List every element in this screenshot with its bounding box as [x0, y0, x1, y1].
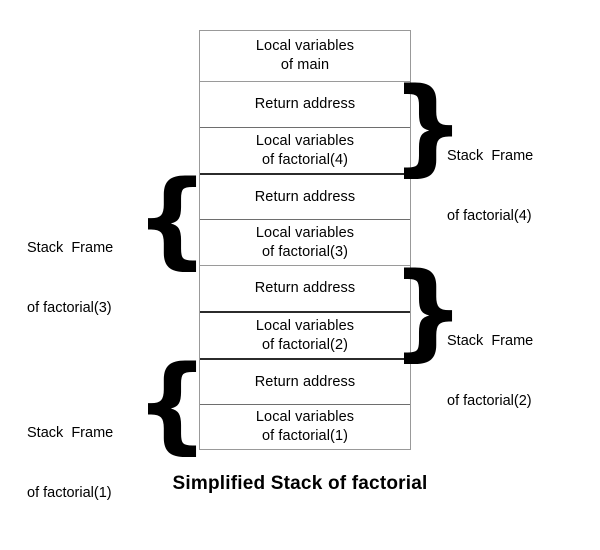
stack-row: Local variables of factorial(4) [200, 127, 410, 173]
brace-glyph: } [390, 250, 466, 372]
stack-row: Local variables of main [200, 31, 410, 81]
stack-row-line1: Return address [254, 373, 356, 390]
frame-label-factorial-1: Stack Frame of factorial(1) [27, 383, 113, 543]
stack-row-line2: of factorial(4) [261, 151, 349, 168]
stack-row-line1: Local variables [255, 132, 355, 149]
stack-row-line2: of factorial(3) [261, 243, 349, 260]
frame-label-line1: Stack Frame [447, 333, 534, 349]
stack-row-line1: Local variables [255, 317, 355, 334]
frame-label-line2: of factorial(4) [447, 208, 532, 224]
stack-row: Local variables of factorial(3) [200, 219, 410, 265]
brace-frame-2: } [391, 259, 465, 363]
brace-frame-4: } [391, 74, 465, 178]
stack-row: Local variables of factorial(2) [200, 311, 410, 358]
frame-label-factorial-4: Stack Frame of factorial(4) [447, 106, 533, 266]
frame-label-line1: Stack Frame [27, 240, 114, 256]
stack-row: Return address [200, 173, 410, 219]
stack-row: Return address [200, 81, 410, 127]
stack-box: Local variables of main Return address L… [199, 30, 411, 450]
brace-glyph: } [390, 65, 466, 187]
brace-frame-3: { [135, 167, 209, 271]
stack-row-line1: Return address [254, 280, 356, 296]
stack-row-line1: Return address [254, 96, 356, 112]
stack-row: Local variables of factorial(1) [200, 404, 410, 449]
frame-label-factorial-3: Stack Frame of factorial(3) [27, 198, 113, 358]
stack-row-line1: Local variables [255, 409, 355, 425]
frame-label-line1: Stack Frame [447, 148, 534, 164]
stack-row-line2: of factorial(2) [261, 336, 349, 353]
stack-row-line2: of main [280, 57, 330, 73]
stack-row-line1: Local variables [255, 224, 355, 241]
brace-frame-1: { [135, 352, 209, 456]
frame-label-line2: of factorial(1) [27, 485, 112, 501]
brace-glyph: { [134, 342, 210, 465]
stack-row-line1: Local variables [255, 38, 355, 54]
diagram-caption: Simplified Stack of factorial [172, 473, 428, 494]
stack-row-line2: of factorial(1) [261, 428, 349, 444]
frame-label-line2: of factorial(3) [27, 300, 112, 316]
stack-row-line1: Return address [254, 188, 356, 205]
stack-row: Return address [200, 358, 410, 404]
brace-glyph: { [134, 157, 210, 280]
frame-label-factorial-2: Stack Frame of factorial(2) [447, 291, 533, 451]
stack-row: Return address [200, 265, 410, 311]
frame-label-line1: Stack Frame [27, 425, 114, 441]
frame-label-line2: of factorial(2) [447, 393, 532, 409]
